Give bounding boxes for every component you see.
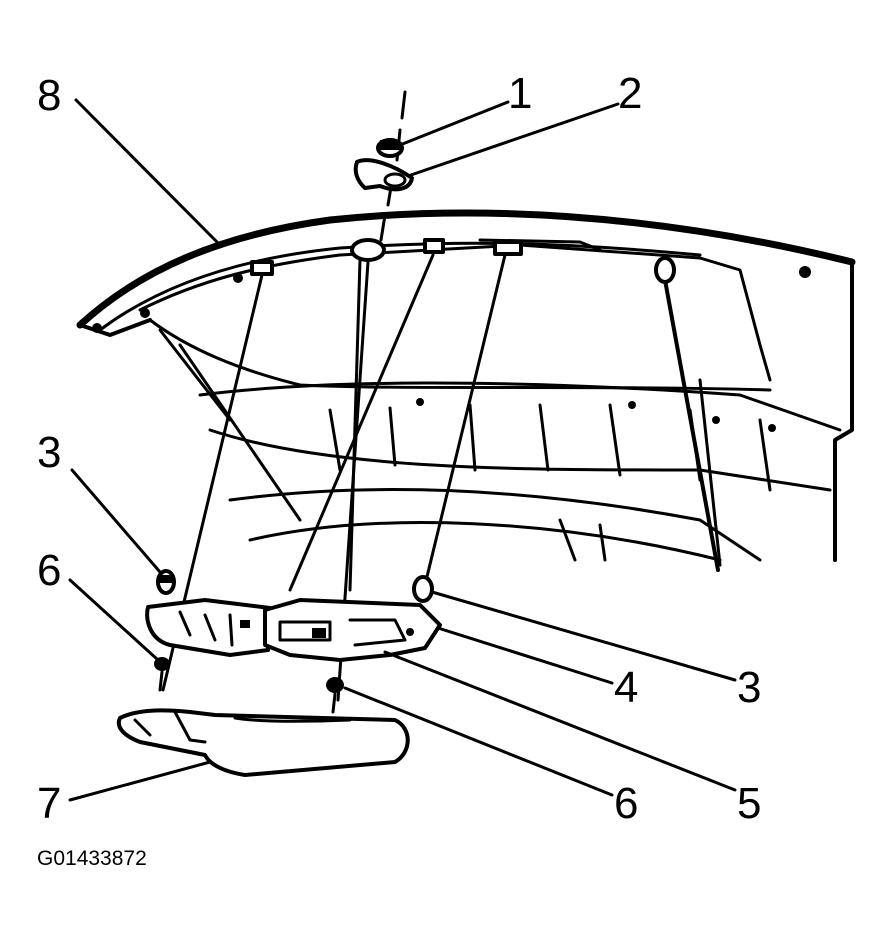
callout-6-left: 6 (37, 546, 61, 595)
callout-8: 8 (37, 71, 61, 120)
callout-7: 7 (37, 779, 61, 828)
callout-6-right: 6 (614, 779, 638, 828)
callout-5: 5 (737, 779, 761, 828)
retainer-right (412, 575, 434, 603)
console-housing (145, 598, 442, 662)
callout-1: 1 (508, 69, 532, 118)
callout-2: 2 (618, 69, 642, 118)
callout-3-left: 3 (37, 428, 61, 477)
retainer-left (156, 569, 176, 595)
screw-right (326, 677, 344, 714)
roof-panel (76, 209, 856, 572)
callout-4: 4 (614, 663, 638, 712)
leader-lines (68, 98, 737, 802)
figure-id: G01433872 (37, 847, 147, 870)
callout-3-right: 3 (737, 663, 761, 712)
console-lens (116, 708, 410, 777)
